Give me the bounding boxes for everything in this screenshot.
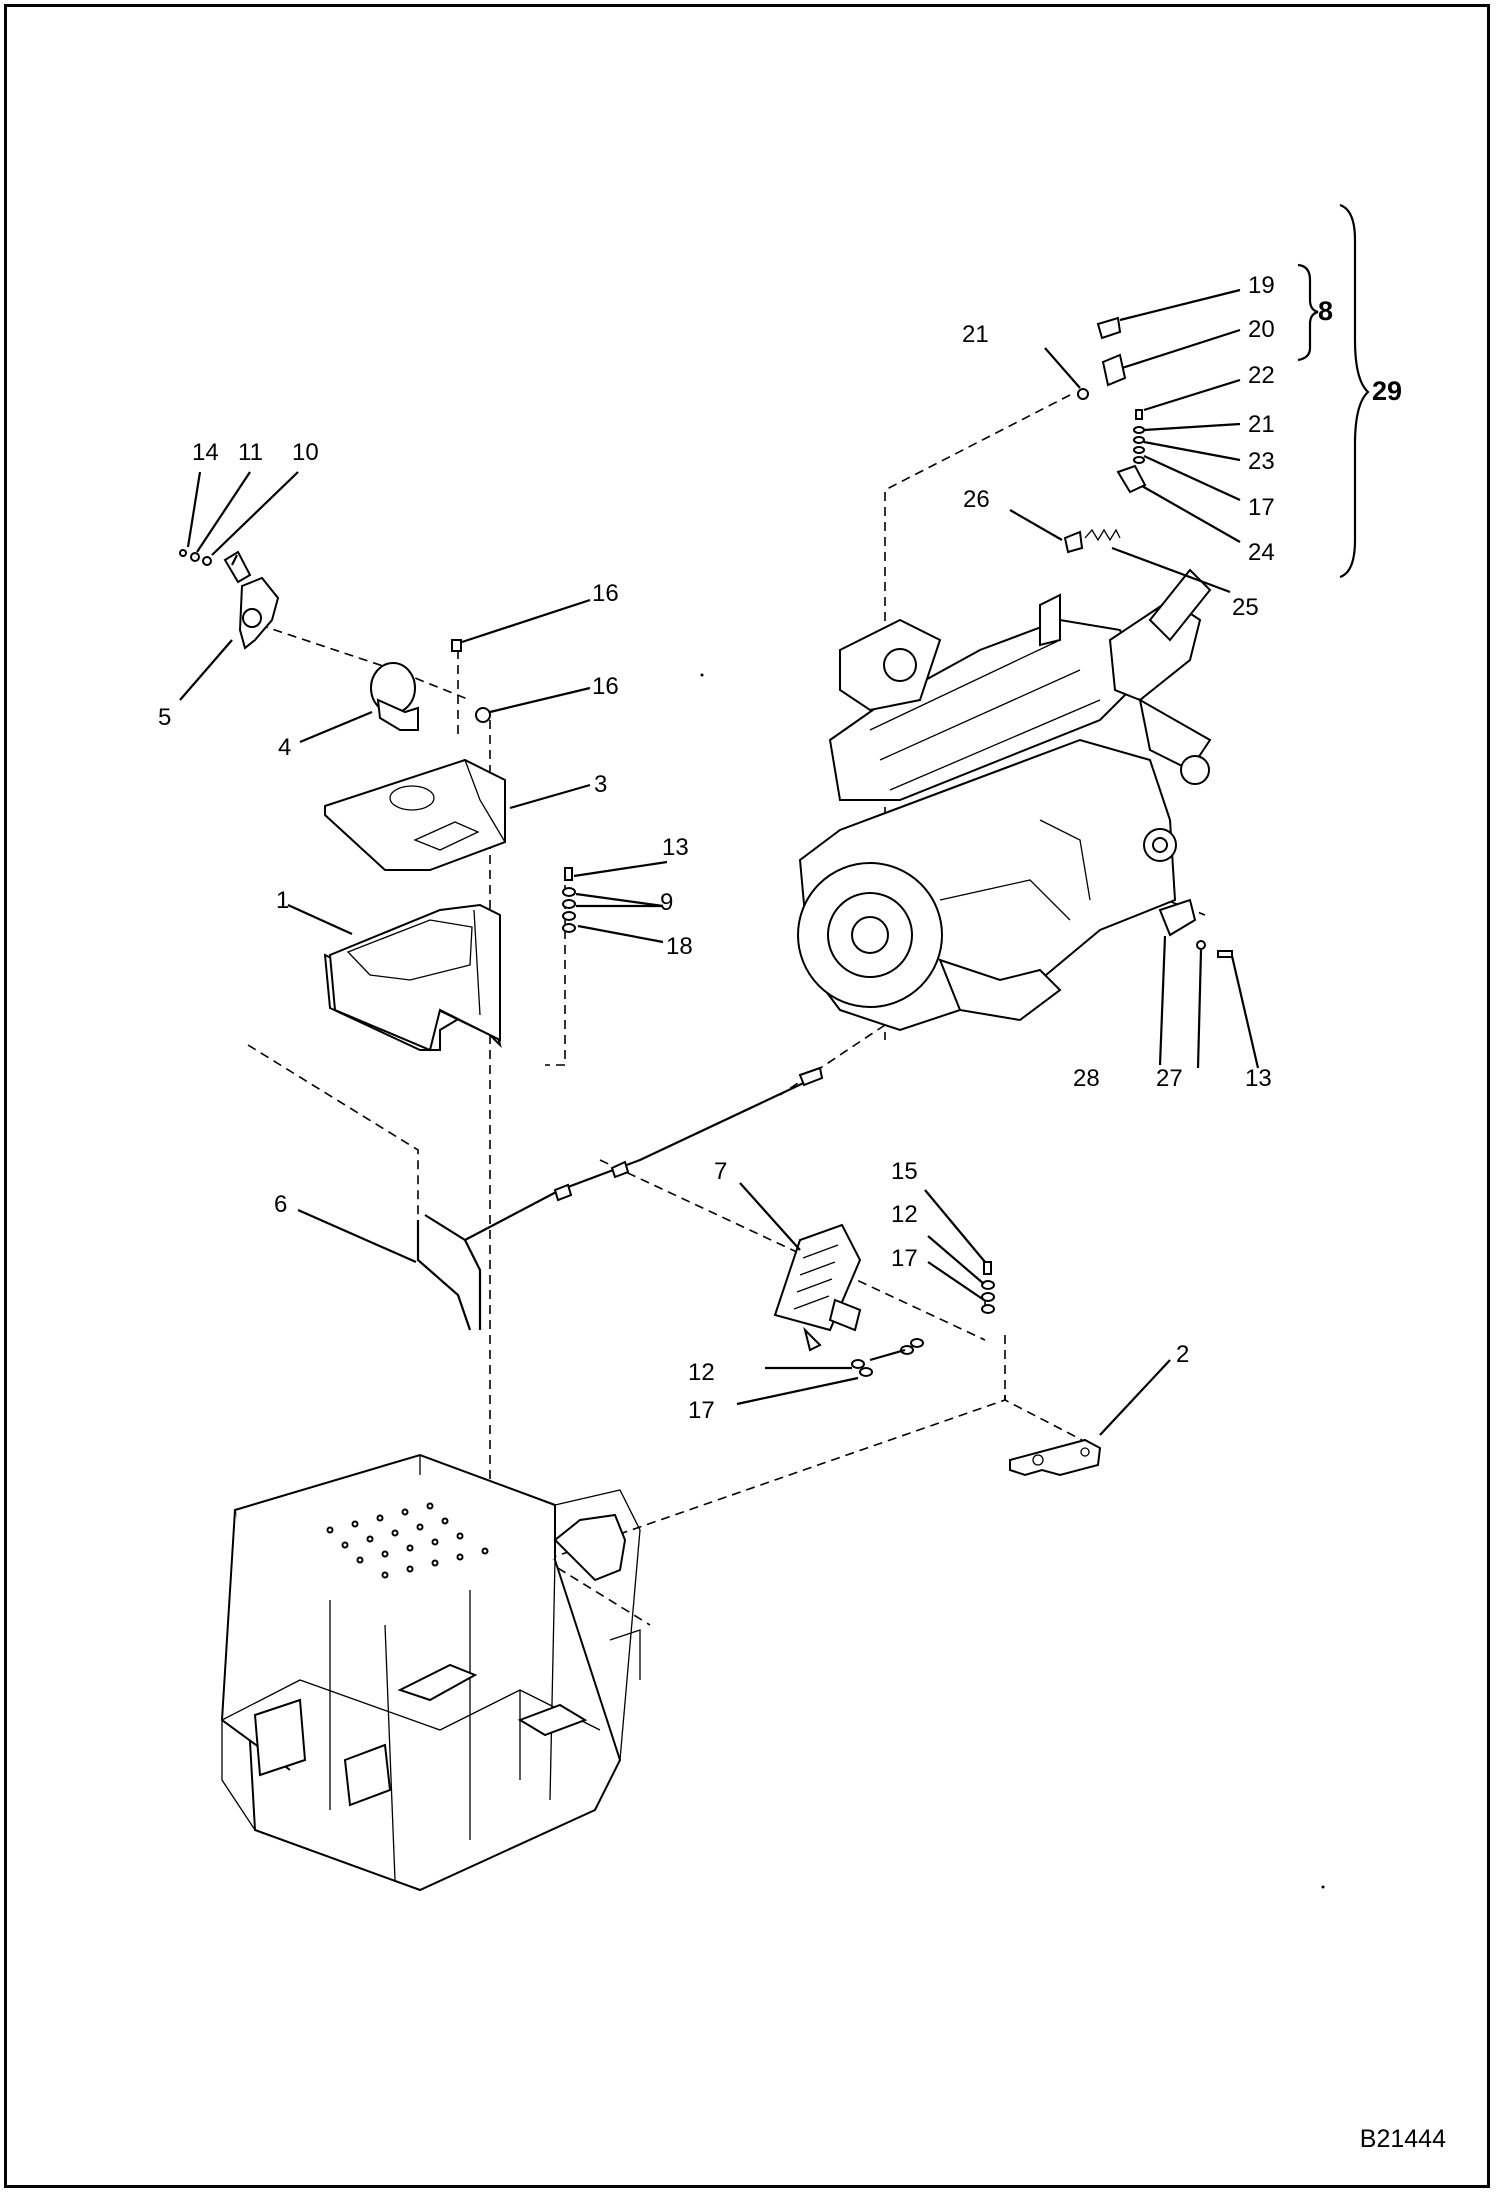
parts-14-11-10-hardware — [179, 549, 212, 566]
part-7-pedal — [773, 1223, 862, 1352]
callout-10: 10 — [292, 439, 319, 466]
part-5-bracket — [223, 550, 280, 650]
callout-1: 1 — [276, 887, 289, 914]
part-26-25-spring — [1063, 528, 1121, 554]
part-16-fasteners — [451, 639, 491, 723]
callout-17: 17 — [688, 1397, 715, 1424]
callout-6: 6 — [274, 1191, 287, 1218]
callout-26: 26 — [963, 486, 990, 513]
stray-dot — [700, 673, 704, 677]
engine-assembly — [797, 568, 1212, 1032]
callout-21: 21 — [962, 321, 989, 348]
part-6-cable — [416, 1066, 824, 1331]
parts-28-27-13-hardware — [1158, 898, 1233, 958]
callout-12: 12 — [891, 1201, 918, 1228]
callout-7: 7 — [714, 1158, 727, 1185]
callout-27: 27 — [1156, 1065, 1183, 1092]
parts-22-21-23-17-stack — [1133, 409, 1145, 464]
callout-19: 19 — [1248, 272, 1275, 299]
part-2-bracket — [1009, 1438, 1102, 1477]
callout-28: 28 — [1073, 1065, 1100, 1092]
callout-17: 17 — [891, 1245, 918, 1272]
callout-3: 3 — [594, 771, 607, 798]
bracket-braces — [1297, 203, 1370, 579]
callout-13: 13 — [1245, 1065, 1272, 1092]
switch-assembly-8 — [1077, 316, 1127, 400]
callout-22: 22 — [1248, 362, 1275, 389]
part-3-plate — [324, 758, 506, 871]
drawing-frame — [4, 4, 1490, 2188]
cab-frame — [220, 1453, 641, 1892]
callout-labels: 19 20 8 21 22 29 21 23 17 26 24 25 14 11… — [158, 272, 1402, 1424]
callout-2: 2 — [1176, 1341, 1189, 1368]
callout-24: 24 — [1248, 539, 1275, 566]
callout-16: 16 — [592, 580, 619, 607]
parts-12-17-washers-lower — [851, 1338, 924, 1377]
callout-8: 8 — [1318, 296, 1333, 326]
callout-13: 13 — [662, 834, 689, 861]
callout-5: 5 — [158, 704, 171, 731]
drawing-id: B21444 — [1359, 2125, 1446, 2153]
callout-4: 4 — [278, 734, 291, 761]
callout-17: 17 — [1248, 494, 1275, 521]
parts-15-12-17-stack — [981, 1261, 995, 1314]
callout-14: 14 — [192, 439, 219, 466]
part-4-cover — [370, 662, 419, 731]
callout-11: 11 — [238, 439, 263, 466]
callout-20: 20 — [1248, 316, 1275, 343]
callout-18: 18 — [666, 933, 693, 960]
callout-16: 16 — [592, 673, 619, 700]
callout-15: 15 — [891, 1158, 918, 1185]
parts-13-9-18-stack — [562, 867, 576, 933]
callout-25: 25 — [1232, 594, 1259, 621]
part-1-shroud — [323, 903, 502, 1052]
part-24-bracket — [1116, 464, 1147, 494]
stray-dot — [1321, 1885, 1325, 1889]
callout-9: 9 — [660, 889, 673, 916]
callout-23: 23 — [1248, 448, 1275, 475]
leader-lines — [179, 288, 1260, 1436]
callout-29: 29 — [1372, 376, 1402, 406]
callout-21: 21 — [1248, 411, 1275, 438]
callout-12: 12 — [688, 1359, 715, 1386]
